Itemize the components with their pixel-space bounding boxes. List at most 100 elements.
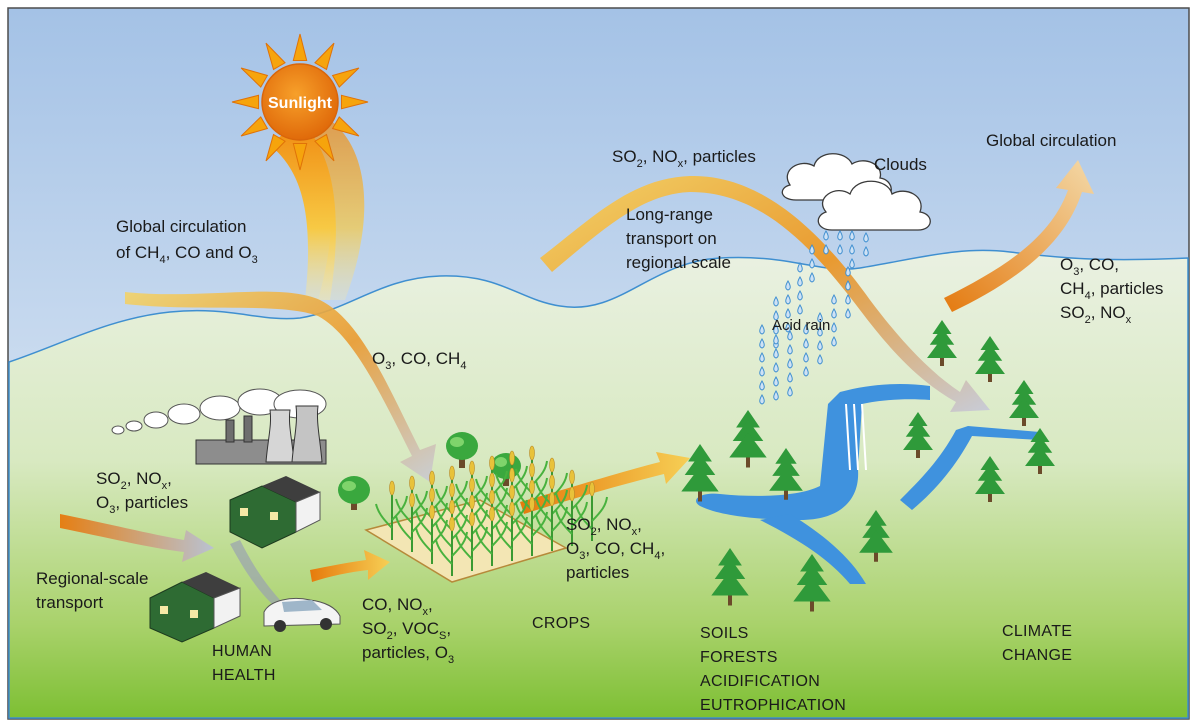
label-right-pollutants-1: O3, CO, — [1060, 255, 1119, 278]
fir-tree — [711, 548, 749, 606]
category-climate: CLIMATE — [1002, 623, 1072, 640]
label-long-range-2: transport on — [626, 229, 717, 248]
car-icon — [263, 598, 341, 632]
sunlight-beam — [270, 120, 336, 300]
rain-drop — [787, 372, 793, 383]
category-soils: SOILS — [700, 625, 749, 642]
label-long-range-1: Long-range — [626, 205, 713, 224]
rain-drop — [785, 294, 791, 305]
rain-drop — [817, 326, 823, 337]
rain-drop — [759, 380, 765, 391]
long-range-transport-arrow — [540, 175, 990, 412]
label-global-circulation-right: Global circulation — [986, 131, 1116, 150]
rain-drop — [773, 296, 779, 307]
label-crop-pollutants-2: O3, CO, CH4, — [566, 539, 665, 562]
label-regional-scale-1: Regional-scale — [36, 569, 148, 588]
house-icon-lower — [149, 572, 241, 643]
label-crop-pollutants-3: particles — [566, 563, 629, 582]
rain-drop — [831, 308, 837, 319]
sun-ray — [240, 67, 269, 88]
rain-drop — [759, 352, 765, 363]
rain-drop — [809, 258, 815, 269]
label-acid-rain: Acid rain — [772, 317, 830, 334]
fir-tree — [975, 456, 1005, 502]
rain-drop — [823, 230, 829, 241]
crop-stalk — [375, 480, 408, 540]
rain-drop — [849, 244, 855, 255]
label-left-pollutants-2: O3, particles — [96, 493, 188, 516]
rain-drop — [831, 336, 837, 347]
river-icon — [696, 384, 1040, 584]
regional-transport-arrow — [60, 514, 214, 562]
rain-drop — [809, 244, 815, 255]
sun-ray — [331, 67, 360, 88]
fir-tree — [793, 554, 831, 612]
rain-drop — [823, 244, 829, 255]
rain-drop — [759, 338, 765, 349]
rain-drop — [773, 376, 779, 387]
fir-tree — [1025, 428, 1055, 474]
round-trees — [338, 432, 521, 510]
crop-field-icon — [364, 445, 608, 583]
sunlight-beam-2 — [300, 120, 365, 300]
rain-drop — [759, 394, 765, 405]
rain-drop — [863, 246, 869, 257]
category-acidification: ACIDIFICATION — [700, 673, 820, 690]
category-forests: FORESTS — [700, 649, 778, 666]
rain-drop — [845, 280, 851, 291]
global-circulation-arrow-right — [944, 160, 1094, 312]
fir-tree — [927, 320, 957, 366]
rain-drop — [773, 348, 779, 359]
fir-tree — [769, 448, 803, 500]
rain-drop — [785, 280, 791, 291]
rain-drop — [863, 232, 869, 243]
rain-drop — [773, 390, 779, 401]
rain-drop — [817, 312, 823, 323]
sun-ray — [265, 42, 286, 71]
sun-ray — [314, 42, 335, 71]
rain-drop — [785, 308, 791, 319]
rain-drop — [759, 366, 765, 377]
fir-tree — [975, 336, 1005, 382]
rain-drop — [759, 324, 765, 335]
rain-drop — [831, 322, 837, 333]
crop-stalk — [475, 506, 508, 566]
rain-drop — [809, 272, 815, 283]
traffic-to-crops-arrow — [310, 550, 390, 582]
rain-drop — [787, 344, 793, 355]
fir-tree — [729, 410, 767, 468]
rain-drop — [849, 258, 855, 269]
label-crop-pollutants-1: SO2, NOx, — [566, 515, 642, 538]
label-long-range-3: regional scale — [626, 253, 731, 272]
crop-stalk — [535, 491, 568, 551]
label-traffic-pollutants-3: particles, O3 — [362, 643, 454, 666]
rain-drop — [817, 354, 823, 365]
rain-drop — [803, 338, 809, 349]
fir-tree — [903, 412, 933, 458]
category-eutrophication: EUTROPHICATION — [700, 697, 846, 714]
rain-drop — [797, 276, 803, 287]
exhaust-plume — [230, 540, 280, 604]
sun-ray — [340, 94, 369, 110]
category-human-health-2: HEALTH — [212, 667, 276, 684]
label-so2-nox-particles-top: SO2, NOx, particles — [612, 147, 756, 170]
rain-drop — [803, 352, 809, 363]
rain-drop — [787, 386, 793, 397]
crop-stalk — [455, 511, 488, 571]
rain-drop — [845, 266, 851, 277]
label-right-pollutants-2: CH4, particles — [1060, 279, 1163, 302]
sun-ray — [265, 133, 286, 162]
sunlight-label: Sunlight — [268, 95, 333, 112]
label-left-pollutants-1: SO2, NOx, — [96, 469, 172, 492]
crop-stalk — [555, 486, 588, 546]
rain-drop — [797, 290, 803, 301]
rain-drop — [837, 230, 843, 241]
cloud-icon — [781, 153, 931, 231]
label-global-circulation-line2: of CH4, CO and O3 — [116, 243, 258, 266]
rain-drop — [849, 230, 855, 241]
factory-icon — [111, 388, 327, 465]
label-traffic-pollutants-1: CO, NOx, — [362, 595, 433, 618]
house-icon-upper — [229, 476, 321, 549]
sun-ray — [292, 33, 308, 62]
